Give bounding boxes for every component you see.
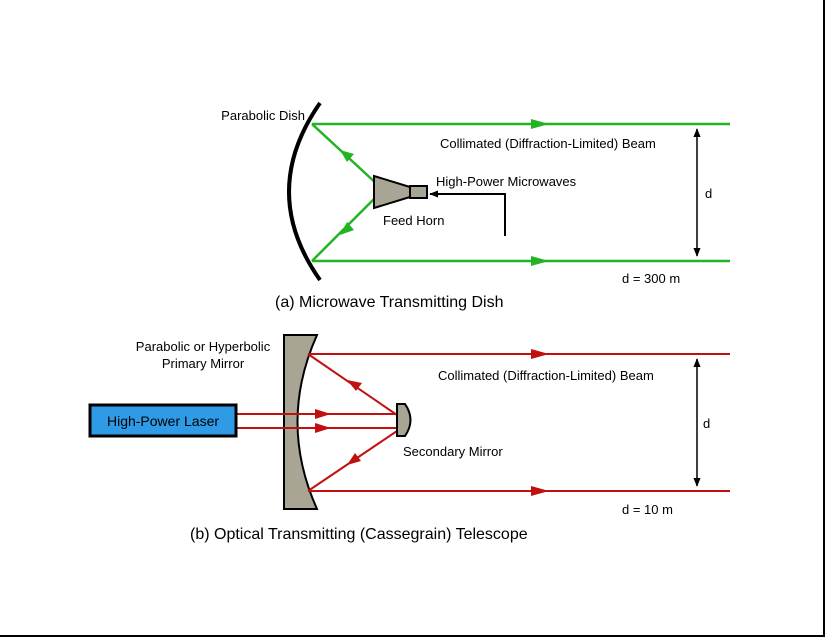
arrow-icon	[340, 150, 354, 162]
arrow-icon	[315, 423, 331, 433]
microwave-dish-diagram: Parabolic Dish Collimated (Diffraction-L…	[221, 101, 730, 311]
d-symbol-label: d	[703, 416, 710, 431]
primary-mirror-label-line2: Primary Mirror	[162, 356, 245, 371]
feed-horn-label: Feed Horn	[383, 213, 444, 228]
parabolic-dish-label: Parabolic Dish	[221, 108, 305, 123]
arrow-icon	[340, 222, 354, 235]
caption-a: (a) Microwave Transmitting Dish	[275, 294, 504, 311]
secondary-mirror-shape	[396, 403, 412, 437]
laser-box	[88, 403, 238, 438]
microwave-feed-line	[429, 190, 506, 236]
collimated-beam-label: Collimated (Diffraction-Limited) Beam	[440, 136, 656, 151]
d-value-label: d = 300 m	[622, 271, 680, 286]
primary-mirror-shape	[283, 334, 319, 510]
cassegrain-telescope-diagram: High-Power Laser Parabolic or Hyperbolic…	[88, 334, 730, 543]
d-value-label: d = 10 m	[622, 502, 673, 517]
arrow-icon	[531, 349, 549, 359]
red-arrowheads	[315, 349, 549, 496]
arrow-icon	[347, 453, 361, 465]
arrow-icon	[531, 486, 549, 496]
collimated-beam-label: Collimated (Diffraction-Limited) Beam	[438, 368, 654, 383]
caption-b: (b) Optical Transmitting (Cassegrain) Te…	[190, 526, 528, 543]
laser-label: High-Power Laser	[107, 413, 219, 429]
feed-horn-waveguide	[409, 185, 428, 199]
parabolic-dish-shape	[287, 101, 322, 282]
arrow-icon	[531, 119, 549, 129]
primary-mirror-label-line1: Parabolic or Hyperbolic	[136, 339, 271, 354]
d-symbol-label: d	[705, 186, 712, 201]
microwaves-label: High-Power Microwaves	[436, 174, 577, 189]
feed-horn-shape	[373, 174, 411, 210]
arrow-icon	[315, 409, 331, 419]
green-arrowheads	[340, 119, 549, 266]
arrow-icon	[347, 380, 362, 391]
secondary-mirror-label: Secondary Mirror	[403, 444, 503, 459]
arrow-icon	[531, 256, 549, 266]
